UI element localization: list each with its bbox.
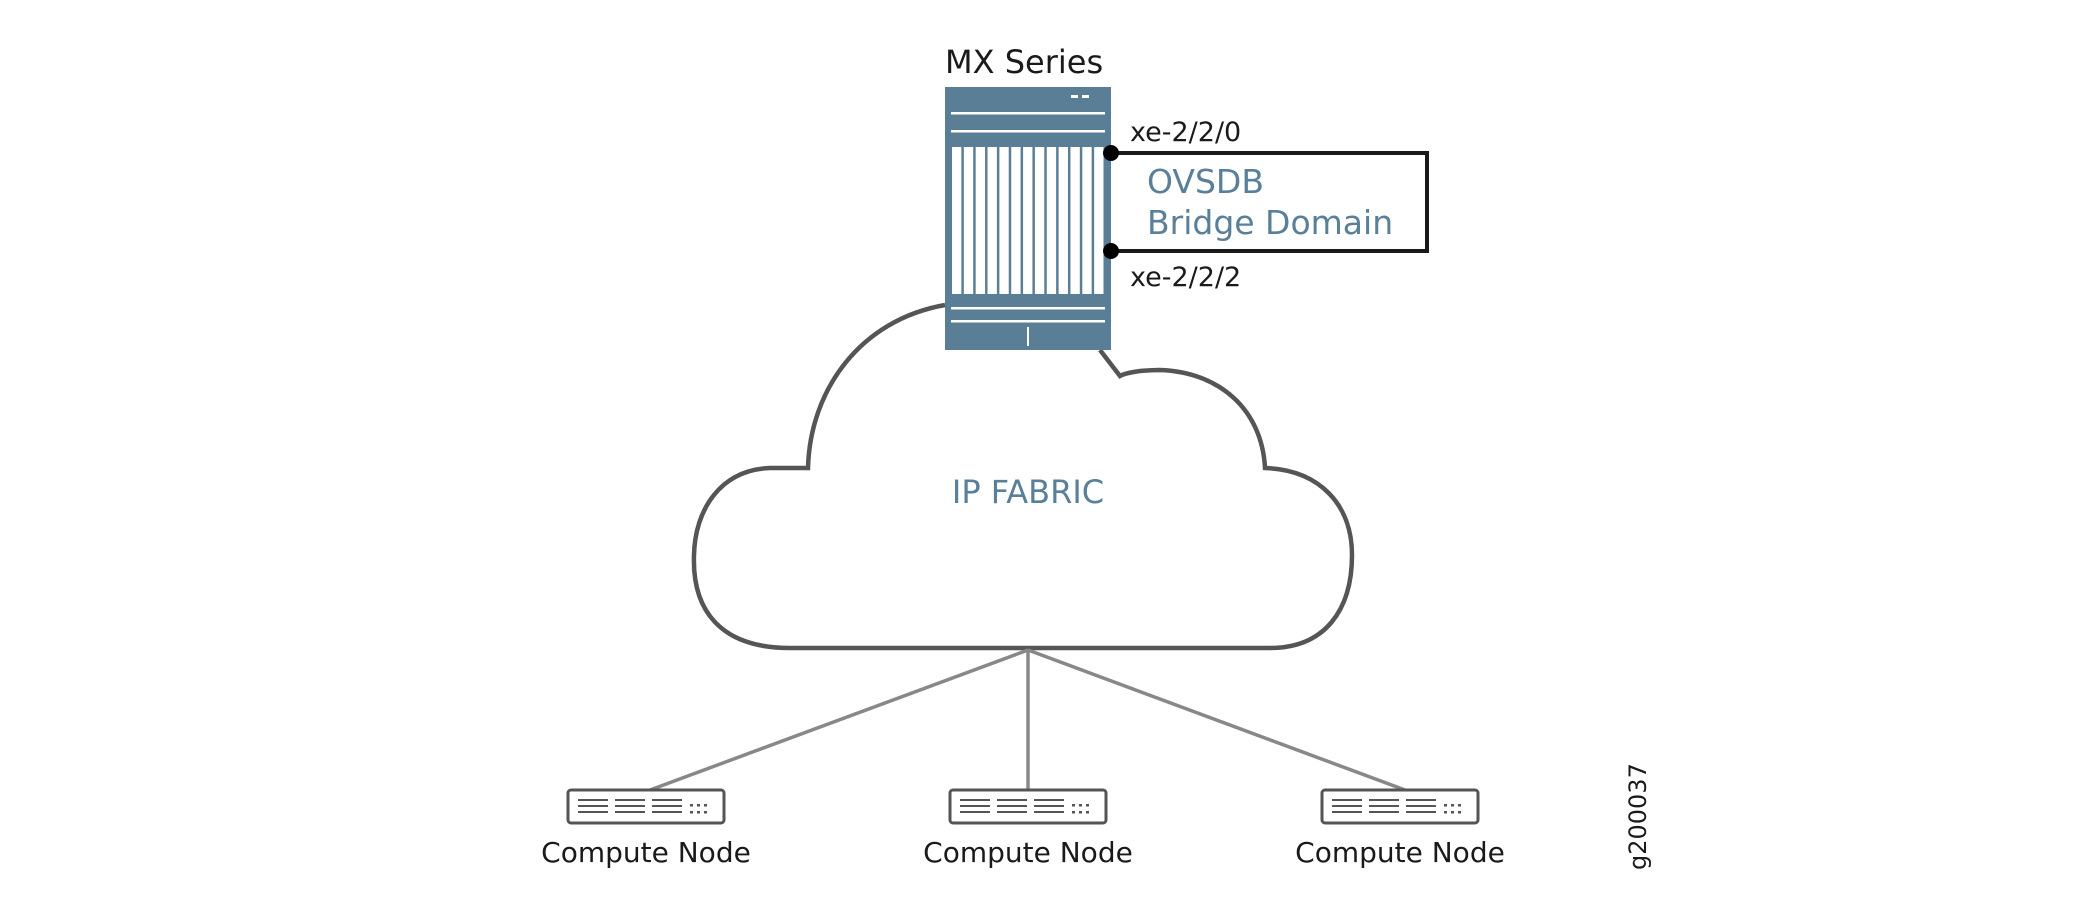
compute-node-icon bbox=[1320, 788, 1480, 825]
chassis-slot bbox=[1082, 147, 1092, 294]
compute-node-icon bbox=[566, 788, 726, 825]
ip-fabric-cloud bbox=[691, 302, 1355, 651]
port-label-top: xe-2/2/0 bbox=[1130, 117, 1241, 148]
bridge-domain-line1: OVSDB bbox=[1147, 162, 1264, 201]
bridge-domain-loop bbox=[1111, 151, 1429, 253]
ip-fabric-label: IP FABRIC bbox=[952, 473, 1104, 511]
chassis-slot bbox=[1023, 147, 1033, 294]
router-title: MX Series bbox=[945, 43, 1103, 81]
compute-node-label: Compute Node bbox=[541, 836, 751, 869]
port-dot-bottom[interactable] bbox=[1103, 243, 1119, 259]
chassis-slot bbox=[987, 147, 997, 294]
chassis-slot bbox=[1034, 147, 1045, 294]
chassis-slot bbox=[999, 147, 1009, 294]
link-to-node-1 bbox=[649, 648, 1029, 792]
chassis-slot bbox=[1011, 147, 1021, 294]
link-to-node-3 bbox=[1027, 648, 1406, 792]
chassis-slot bbox=[1094, 147, 1104, 294]
port-dot-top[interactable] bbox=[1103, 145, 1119, 161]
bridge-domain-line2: Bridge Domain bbox=[1147, 203, 1393, 242]
figure-id: g200037 bbox=[1624, 763, 1652, 870]
compute-node-label: Compute Node bbox=[1295, 836, 1505, 869]
mx-router-icon[interactable] bbox=[945, 87, 1111, 350]
chassis-slot bbox=[975, 147, 986, 294]
chassis-slot bbox=[1058, 147, 1068, 294]
compute-node[interactable]: Compute Node bbox=[541, 788, 751, 869]
chassis-slot bbox=[963, 147, 974, 294]
chassis-slot bbox=[1046, 147, 1057, 294]
port-label-bottom: xe-2/2/2 bbox=[1130, 262, 1241, 293]
compute-node[interactable]: Compute Node bbox=[923, 788, 1133, 869]
compute-node-label: Compute Node bbox=[923, 836, 1133, 869]
compute-node[interactable]: Compute Node bbox=[1295, 788, 1505, 869]
chassis-slot bbox=[1070, 147, 1080, 294]
compute-node-icon bbox=[948, 788, 1108, 825]
chassis-slot bbox=[952, 147, 962, 294]
